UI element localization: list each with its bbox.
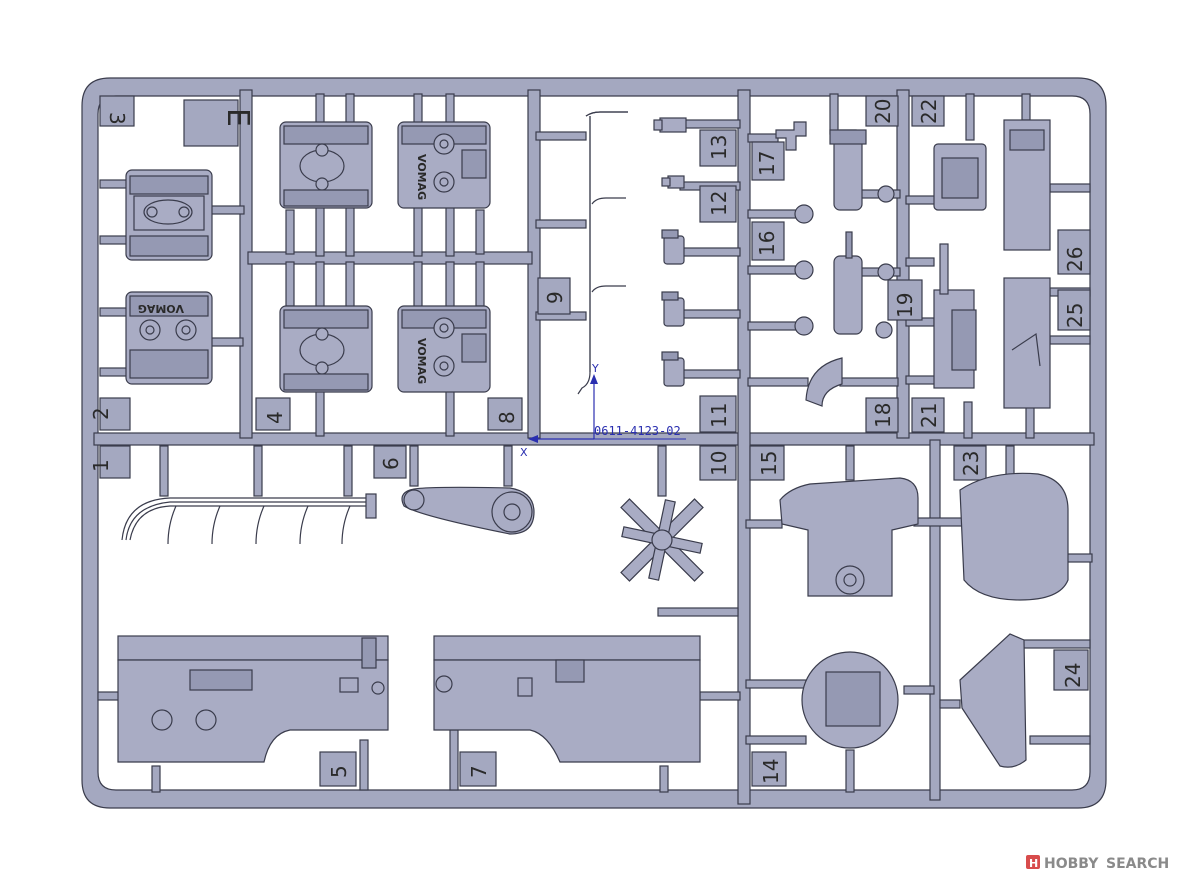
engine-block-part-8: VOMAG <box>397 305 491 393</box>
part-number-20: 20 <box>871 99 895 124</box>
pipe-part-9 <box>577 111 628 395</box>
watermark-name: HOBBY <box>1044 856 1099 872</box>
fan-part-10 <box>620 498 704 582</box>
part-number-6: 6 <box>379 457 403 470</box>
part-number-7: 7 <box>467 765 491 778</box>
part-number-14: 14 <box>759 759 783 784</box>
svg-text:VOMAG: VOMAG <box>415 154 428 200</box>
part-number-2: 2 <box>89 407 113 420</box>
fan-belt-part-6 <box>401 486 535 535</box>
part-number-8: 8 <box>495 411 519 424</box>
svg-text:VOMAG: VOMAG <box>138 302 184 315</box>
part-number-16: 16 <box>755 231 779 256</box>
engine-block-part-4 <box>279 305 373 393</box>
sprue-code: 0611-4123-02 <box>594 424 681 438</box>
part-number-21: 21 <box>917 403 941 428</box>
parts-16-17-18-20 <box>775 121 895 407</box>
part-number-5: 5 <box>327 765 351 778</box>
hobby-search-watermark: H HOBBY SEARCH <box>1026 855 1169 872</box>
part-number-9: 9 <box>543 291 567 304</box>
watermark-suffix: SEARCH <box>1106 856 1169 872</box>
part-number-23: 23 <box>959 451 983 476</box>
part-number-11: 11 <box>707 403 731 428</box>
part-number-17: 17 <box>755 151 779 176</box>
part-number-1: 1 <box>89 459 113 472</box>
small-fittings-11-13 <box>653 117 687 387</box>
part-number-24: 24 <box>1061 663 1085 688</box>
parts-14-15-23-24 <box>779 472 1069 768</box>
part-number-10: 10 <box>707 451 731 476</box>
part-number-labels: 3 2 1 4 8 9 6 5 7 13 12 11 10 17 16 20 1… <box>89 99 1087 784</box>
side-cover-part-7 <box>433 635 701 763</box>
watermark-prefix: H <box>1029 857 1038 870</box>
svg-text:VOMAG: VOMAG <box>415 338 428 384</box>
engine-block-part-4-top <box>279 121 373 209</box>
part-number-3: 3 <box>105 112 129 125</box>
side-cover-part-5 <box>117 635 389 763</box>
part-number-4: 4 <box>263 411 287 424</box>
engine-block-part-8-top: VOMAG <box>397 121 491 209</box>
axis-y-label: Y <box>591 362 599 375</box>
engine-block-part-2: VOMAG <box>125 291 213 385</box>
part-number-13: 13 <box>707 135 731 160</box>
part-number-19: 19 <box>893 293 917 318</box>
part-number-15: 15 <box>757 451 781 476</box>
axis-x-label: X <box>520 446 528 459</box>
part-number-18: 18 <box>871 403 895 428</box>
part-number-25: 25 <box>1063 303 1087 328</box>
parts-19-21-22-25-26 <box>933 119 1051 409</box>
part-number-22: 22 <box>917 99 941 124</box>
exhaust-manifold-part-1 <box>121 493 377 545</box>
engine-block-part-3 <box>125 169 213 261</box>
part-number-26: 26 <box>1063 247 1087 272</box>
part-number-12: 12 <box>707 191 731 216</box>
coordinate-axis: Y X 0611-4123-02 <box>520 362 686 459</box>
sprue-frame <box>81 77 1107 809</box>
part-number-tabs <box>99 95 1091 787</box>
sprue-letter: E <box>220 108 255 127</box>
